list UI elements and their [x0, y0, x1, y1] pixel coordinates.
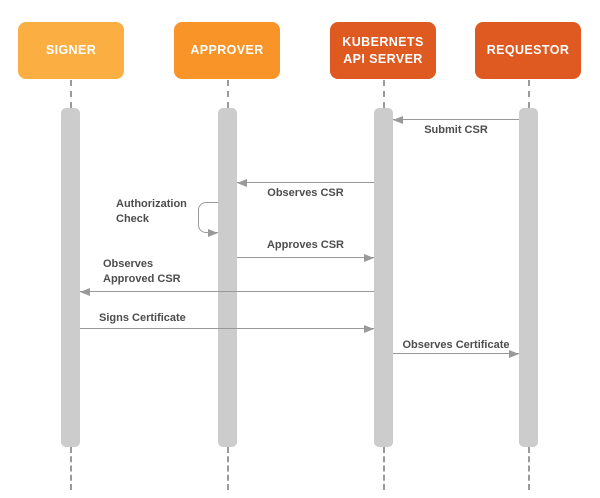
actor-box-signer: SIGNER	[18, 22, 124, 79]
arrowhead-right-icon	[364, 325, 374, 333]
message-label-observes-approved-csr: Observes Approved CSR	[103, 258, 181, 285]
arrowhead-right-icon	[364, 254, 374, 262]
activation-bar-apiserver	[374, 108, 393, 447]
message-label-authorization-check: Authorization Check	[116, 198, 187, 225]
lifeline-requestor-top	[528, 80, 530, 108]
activation-bar-requestor	[519, 108, 538, 447]
message-label-observes-csr: Observes CSR	[267, 187, 344, 199]
lifeline-signer-bottom	[70, 447, 72, 490]
lifeline-approver-top	[227, 80, 229, 108]
actor-box-requestor: REQUESTOR	[475, 22, 581, 79]
message-label-approves-csr: Approves CSR	[266, 239, 345, 251]
message-label-observes-certificate: Observes Certificate	[402, 339, 510, 351]
lifeline-apiserver-top	[383, 80, 385, 108]
arrowhead-left-icon	[237, 179, 247, 187]
message-label-submit-csr: Submit CSR	[424, 124, 488, 136]
arrowhead-right-icon	[509, 350, 519, 358]
message-line-submit-csr	[393, 119, 519, 120]
message-line-observes-certificate	[393, 353, 519, 354]
activation-bar-approver	[218, 108, 237, 447]
lifeline-requestor-bottom	[528, 447, 530, 490]
lifeline-approver-bottom	[227, 447, 229, 490]
arrowhead-right-icon	[208, 229, 218, 237]
message-line-observes-csr	[237, 182, 374, 183]
lifeline-signer-top	[70, 80, 72, 108]
arrowhead-left-icon	[393, 116, 403, 124]
activation-bar-signer	[61, 108, 80, 447]
lifeline-apiserver-bottom	[383, 447, 385, 490]
message-line-signs-certificate	[80, 328, 374, 329]
message-label-signs-certificate: Signs Certificate	[99, 312, 186, 324]
arrowhead-left-icon	[80, 288, 90, 296]
message-line-observes-approved-csr	[80, 291, 374, 292]
message-line-approves-csr	[237, 257, 374, 258]
actor-box-approver: APPROVER	[174, 22, 280, 79]
actor-box-kubernetes-api-server: KUBERNETS API SERVER	[330, 22, 436, 79]
